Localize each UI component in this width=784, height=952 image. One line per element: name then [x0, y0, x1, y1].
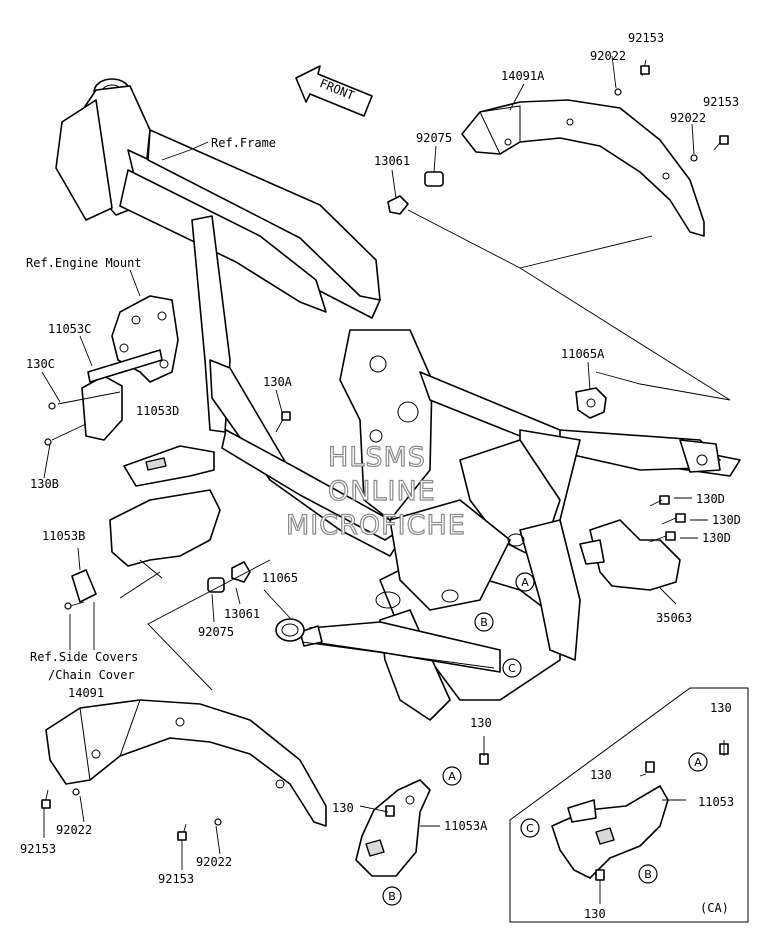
- label-92153-b: 92153: [703, 95, 739, 109]
- label-ca: (CA): [700, 901, 729, 915]
- label-130-1: 130: [470, 716, 492, 730]
- label-11053D: 11053D: [136, 404, 179, 418]
- label-130-2: 130: [332, 801, 354, 815]
- bolts: [41, 59, 729, 841]
- label-14091A: 14091A: [501, 69, 545, 83]
- small-parts: [207, 171, 607, 642]
- callout-c-2-label: C: [526, 822, 534, 835]
- bracket-11053D: [123, 445, 215, 487]
- label-130C: 130C: [26, 357, 55, 371]
- callout-b-1-label: B: [480, 616, 488, 629]
- fender-14091: [45, 699, 327, 827]
- label-130-ca2: 130: [590, 768, 612, 782]
- label-92022-a: 92022: [590, 49, 626, 63]
- ca-inset: [509, 687, 749, 923]
- callout-c-1-label: C: [508, 662, 516, 675]
- label-130-ca3: 130: [584, 907, 606, 921]
- label-92153-d: 92153: [158, 872, 194, 886]
- label-chain-cover: /Chain Cover: [48, 668, 135, 682]
- label-11053B: 11053B: [42, 529, 85, 543]
- label-130B: 130B: [30, 477, 59, 491]
- label-92075-a: 92075: [416, 131, 452, 145]
- label-130-ca1: 130: [710, 701, 732, 715]
- label-11053A: 11053A: [444, 819, 488, 833]
- label-130D-3: 130D: [702, 531, 731, 545]
- bracket-11053A: [355, 779, 431, 877]
- watermark-line2: ONLINE: [328, 476, 436, 507]
- main-frame: [55, 78, 741, 721]
- label-11053: 11053: [698, 795, 734, 809]
- label-92153-c: 92153: [20, 842, 56, 856]
- watermark-line1: HLSMS: [328, 442, 426, 473]
- label-13061-b: 13061: [224, 607, 260, 621]
- label-130D-2: 130D: [712, 513, 741, 527]
- label-92075-b: 92075: [198, 625, 234, 639]
- bracket-11053B: [64, 489, 221, 610]
- label-130A: 130A: [263, 375, 293, 389]
- label-14091: 14091: [68, 686, 104, 700]
- label-ref-engine-mount: Ref.Engine Mount: [26, 256, 142, 270]
- label-92022-c: 92022: [56, 823, 92, 837]
- label-35063: 35063: [656, 611, 692, 625]
- callout-a-3-label: A: [694, 756, 702, 769]
- callout-b-2: [382, 886, 402, 906]
- label-ref-frame: Ref.Frame: [211, 136, 276, 150]
- callout-a-2-label: A: [448, 770, 456, 783]
- callout-b-3: [638, 864, 658, 884]
- front-arrow: FRONT: [295, 65, 373, 117]
- leader-lines: [41, 55, 731, 904]
- label-11053C: 11053C: [48, 322, 91, 336]
- part-labels: Ref.Frame Ref.Engine Mount Ref.Side Cove…: [20, 31, 741, 921]
- engine-mount-bracket: [44, 295, 179, 446]
- label-11065: 11065: [262, 571, 298, 585]
- callout-circles: A B C A B A C B: [382, 572, 708, 906]
- label-ref-side-covers: Ref.Side Covers: [30, 650, 138, 664]
- callout-a-2: [442, 766, 462, 786]
- label-92153-a: 92153: [628, 31, 664, 45]
- label-92022-b: 92022: [670, 111, 706, 125]
- callout-b-1: [474, 612, 494, 632]
- callout-c-2: [520, 818, 540, 838]
- label-13061-a: 13061: [374, 154, 410, 168]
- label-92022-d: 92022: [196, 855, 232, 869]
- callout-b-3-label: B: [644, 868, 652, 881]
- watermark: HLSMS ONLINE MICROFICHE: [285, 441, 466, 541]
- callout-c-1: [502, 658, 522, 678]
- watermark-line3: MICROFICHE: [286, 510, 466, 541]
- callout-a-3: [688, 752, 708, 772]
- label-130D-1: 130D: [696, 492, 725, 506]
- callout-a-1-label: A: [521, 576, 529, 589]
- bracket-35063: [579, 519, 681, 591]
- callout-a-1: [515, 572, 535, 592]
- callout-b-2-label: B: [388, 890, 396, 903]
- fender-14091A: [461, 99, 705, 237]
- label-11065A: 11065A: [561, 347, 605, 361]
